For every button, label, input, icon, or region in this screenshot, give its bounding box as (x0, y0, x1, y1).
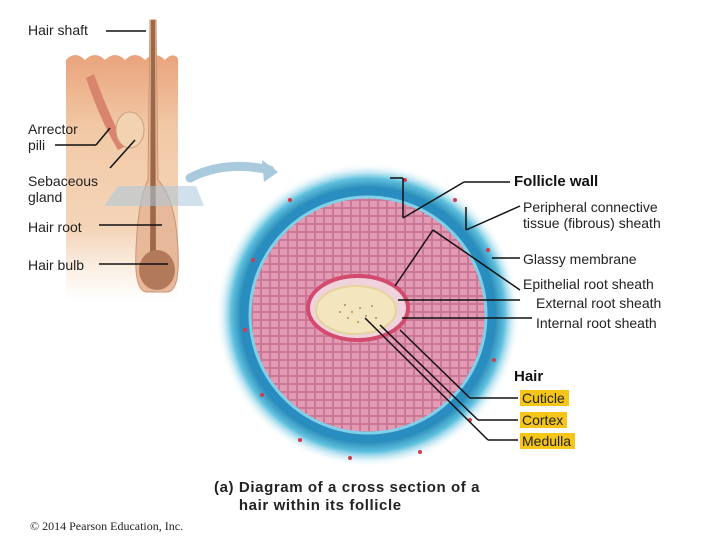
label-cuticle: Cuticle (520, 390, 569, 406)
label-cortex: Cortex (520, 412, 568, 428)
label-glassy-membrane: Glassy membrane (523, 251, 637, 267)
label-medulla: Medulla (520, 433, 576, 449)
figure-caption: (a) Diagram of a cross section of a hair… (214, 479, 509, 515)
caption-tag: (a) (214, 479, 235, 496)
label-sebaceous-gland: Sebaceous gland (28, 173, 99, 205)
label-internal-root-sheath: Internal root sheath (536, 315, 657, 331)
magnify-arrow (185, 161, 275, 183)
label-hair-bulb: Hair bulb (28, 257, 85, 273)
label-peripheral-sheath: Peripheral connective tissue (fibrous) s… (523, 199, 661, 231)
caption-text: Diagram of a cross section of a hair wit… (238, 479, 481, 514)
cross-section-illustration (216, 163, 520, 467)
label-hair-shaft: Hair shaft (28, 22, 88, 38)
magnify-arrow-head (262, 160, 278, 182)
left-leader-lines (55, 30, 168, 265)
label-epithelial-root-sheath: Epithelial root sheath (523, 276, 654, 292)
right-leader-lines (364, 177, 532, 441)
label-hair-root: Hair root (28, 219, 82, 235)
label-external-root-sheath: External root sheath (536, 295, 662, 311)
label-hair: Hair (514, 368, 544, 385)
label-arrector-pili: Arrector pili (28, 121, 78, 153)
skin-section-illustration (66, 19, 204, 300)
label-follicle-wall: Follicle wall (514, 173, 599, 190)
copyright: © 2014 Pearson Education, Inc. (30, 519, 184, 533)
